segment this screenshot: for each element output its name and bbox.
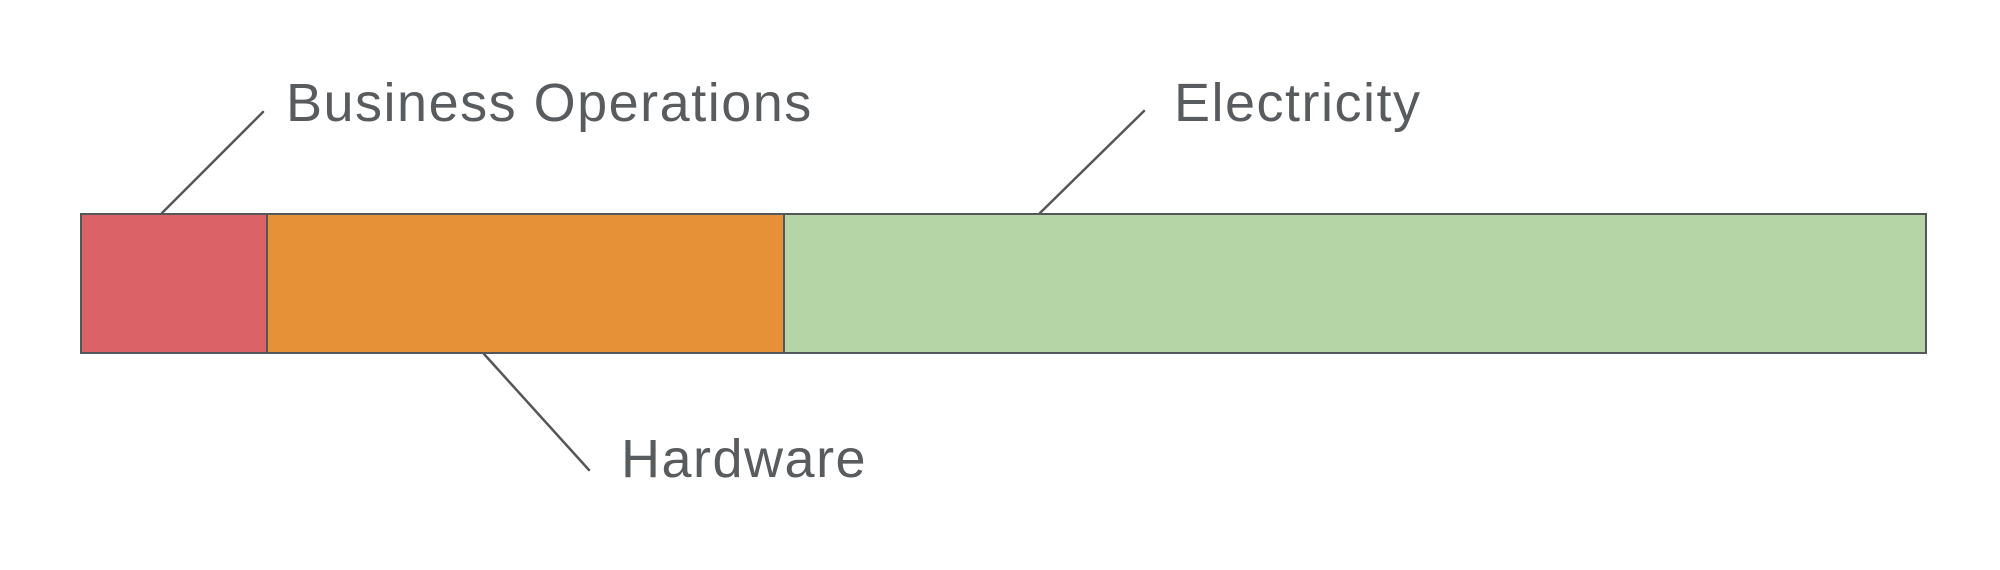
leader-line-electricity [1038, 109, 1146, 215]
callout-label-electricity: Electricity [1174, 73, 1422, 133]
leader-line-business-operations [160, 110, 265, 215]
bar-segment-hardware [265, 215, 783, 352]
leader-line-hardware [482, 352, 591, 472]
stacked-bar [80, 213, 1927, 354]
callout-label-hardware: Hardware [621, 429, 868, 489]
callout-label-business-operations: Business Operations [286, 73, 813, 133]
bar-segment-electricity [782, 215, 1926, 352]
bar-segment-business-operations [82, 215, 266, 352]
